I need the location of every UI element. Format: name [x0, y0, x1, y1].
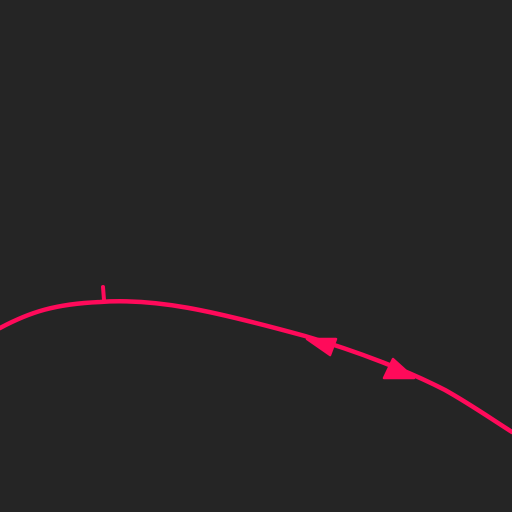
arrow-left-icon — [305, 337, 338, 357]
arrow-right-icon — [382, 357, 416, 380]
pink-curve — [0, 298, 512, 435]
tick-mark — [101, 285, 106, 302]
